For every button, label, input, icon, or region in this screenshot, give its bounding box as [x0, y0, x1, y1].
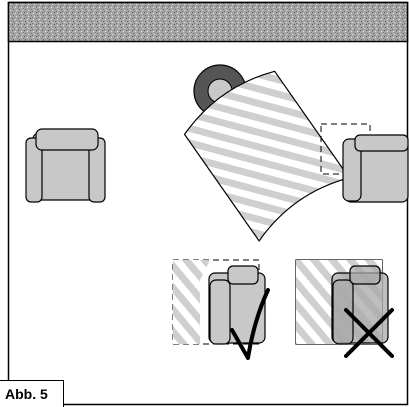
armchair-right	[342, 134, 409, 203]
incorrect-placement-example	[295, 259, 394, 358]
armchair-left	[25, 128, 106, 203]
check-mark-icon	[230, 288, 270, 360]
correct-placement-example	[172, 259, 270, 360]
wall	[7, 1, 409, 43]
figure-caption: Abb. 5	[0, 380, 64, 407]
cross-icon	[344, 308, 394, 358]
